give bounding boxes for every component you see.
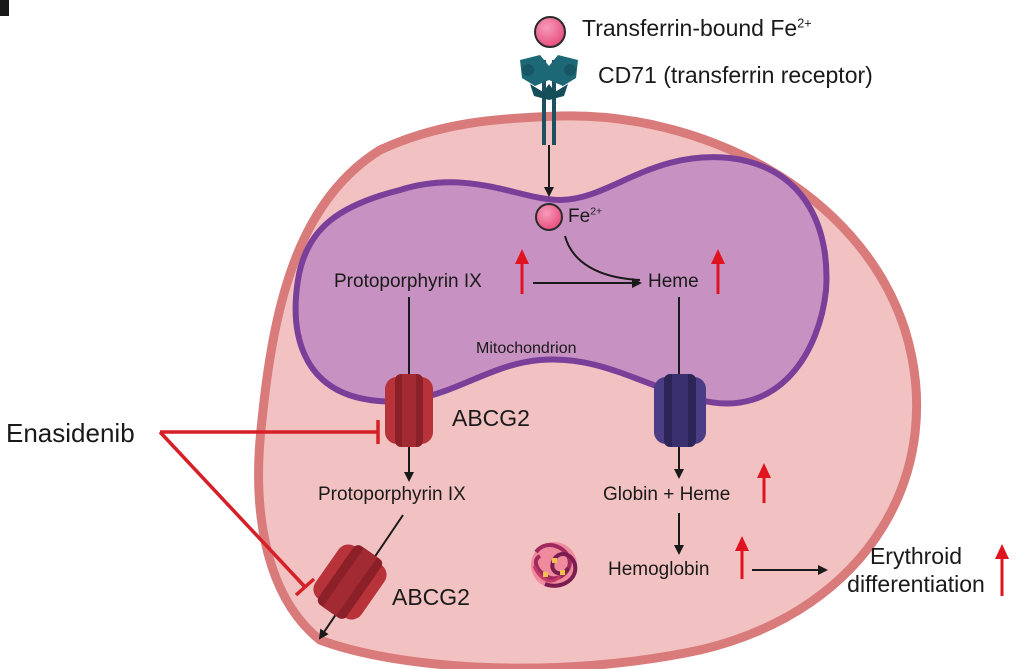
cd71-receptor-icon [520, 55, 578, 145]
erythroid-label-line1: Erythroid [869, 543, 963, 569]
protoporphyrin-cyto-label: Protoporphyrin IX [318, 484, 466, 505]
abcg2-upper-label: ABCG2 [452, 405, 530, 431]
fe-ion-icon [535, 203, 563, 231]
fe-label: Fe2+ [568, 206, 603, 227]
hemoglobin-label: Hemoglobin [608, 559, 710, 580]
hemoglobin-increase-arrow [735, 536, 749, 579]
abcg2-upper-transporter-icon [385, 374, 433, 447]
hemoglobin-icon [531, 542, 578, 588]
heme-increase-arrow [711, 249, 725, 294]
mitochondrion [292, 154, 830, 407]
panel-mark [0, 0, 9, 16]
erythroid-increase-arrow [995, 544, 1009, 596]
erythroid-label-line2: differentiation [847, 571, 985, 597]
abcg2-lower-label: ABCG2 [392, 584, 470, 610]
abcg2-lower-transporter-icon [313, 544, 387, 620]
heme-label: Heme [648, 271, 699, 292]
mito-heme-channel-icon [654, 374, 706, 447]
transferrin-bound-label: Transferrin-bound Fe2+ [582, 15, 812, 41]
transferrin-iron-icon [534, 16, 566, 48]
fe-to-heme-curve [564, 235, 641, 281]
enasidenib-label: Enasidenib [6, 418, 135, 448]
globin-heme-label: Globin + Heme [603, 484, 731, 505]
erythroid-label: Erythroid differentiation [836, 542, 996, 598]
mitochondrion-label: Mitochondrion [476, 340, 577, 357]
globin-heme-increase-arrow [757, 463, 771, 503]
enasidenib-inhibition-lines [158, 420, 380, 597]
cd71-label: CD71 (transferrin receptor) [598, 62, 873, 88]
ppix-increase-arrow [515, 249, 529, 294]
protoporphyrin-mito-label: Protoporphyrin IX [334, 271, 482, 292]
